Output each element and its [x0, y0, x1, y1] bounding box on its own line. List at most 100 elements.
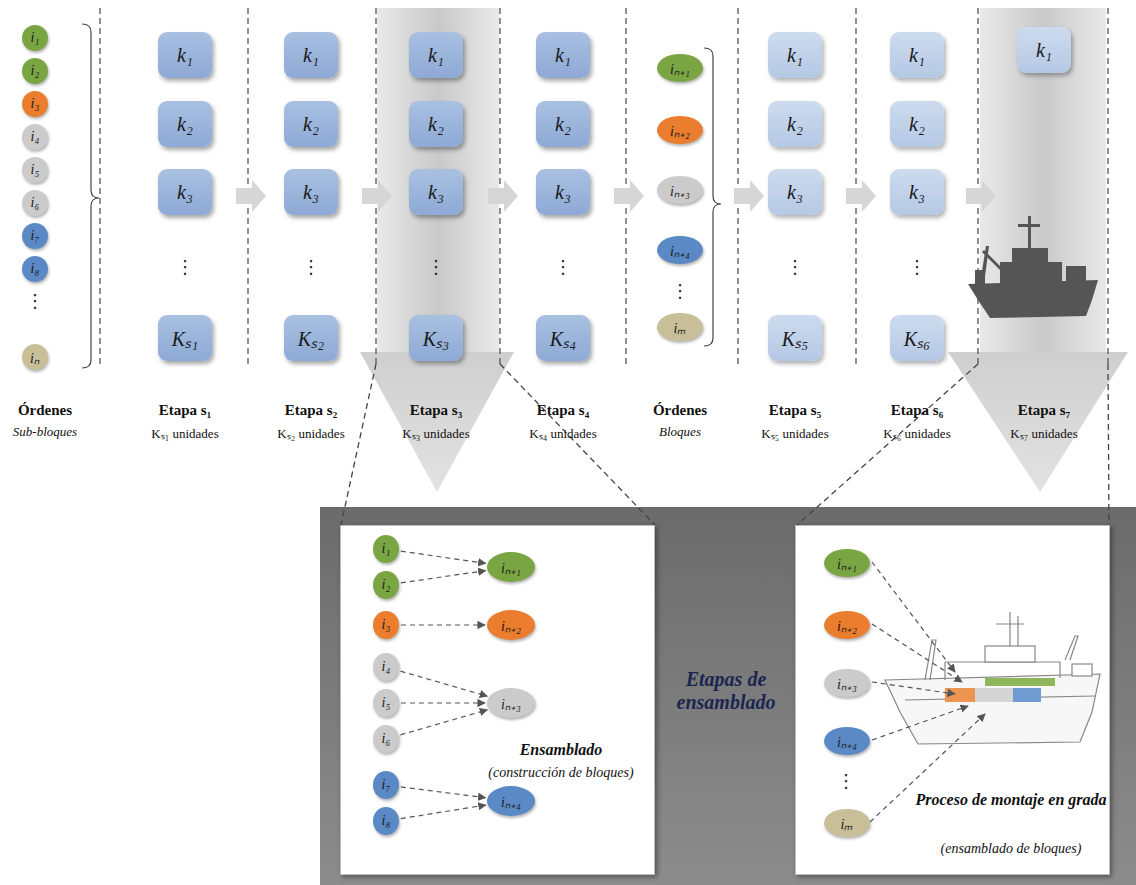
workstation-box: k₃ — [284, 169, 338, 215]
order-circle: i₇ — [22, 223, 48, 249]
workstation-box: k₃ — [890, 169, 944, 215]
order-circle: i₆ — [22, 190, 48, 216]
highlight-band — [360, 8, 1128, 492]
workstation-box: Kₛ₁ — [158, 315, 212, 361]
unit-label: k₃ — [555, 181, 571, 204]
ship-silhouette — [968, 216, 1098, 318]
column-heading: Etapa s₆ — [891, 402, 943, 419]
zoom-leader-line — [341, 364, 1109, 525]
ellipsis: ⋮ — [786, 256, 804, 277]
column-heading: Etapa s₃ — [410, 402, 462, 419]
order-circle: i₁ — [22, 25, 48, 51]
ellipsis: ⋮ — [671, 280, 689, 301]
ellipsis: ⋮ — [837, 770, 855, 791]
panel-subtitle: (construcción de bloques) — [488, 765, 633, 781]
unit-count: Kₛ₇ unidades — [1010, 424, 1077, 442]
unit-label: Kₛ₁ — [172, 325, 198, 352]
column-heading: Órdenes — [18, 402, 72, 419]
order-circle: iₙ₊₃ — [487, 688, 535, 718]
assembly-arrow — [401, 787, 486, 798]
unit-count: Kₛ₂ unidades — [277, 424, 344, 442]
order-circle: i₃ — [373, 611, 399, 639]
order-label: iₘ — [674, 318, 687, 337]
order-circle: iₙ₊₄ — [487, 786, 535, 816]
panel-subtitle: (ensamblado de bloques) — [941, 841, 1082, 857]
column-heading: Órdenes — [653, 402, 707, 419]
panel-heading: Proceso de montaje en grada — [911, 791, 1111, 809]
unit-label: k₁ — [555, 44, 571, 67]
order-circle: iₘ — [824, 809, 870, 837]
order-circle: i₇ — [373, 771, 399, 799]
order-circle: i₈ — [373, 807, 399, 835]
order-circle: iₙ₊₂ — [824, 611, 870, 639]
workstation-box: k₂ — [158, 101, 212, 147]
order-circle: iₙ₊₁ — [487, 552, 535, 582]
order-label: iₙ₊₁ — [670, 59, 690, 78]
assembly-panel: Etapas de ensambladoEnsamblado(construcc… — [320, 507, 1136, 885]
unit-label: k₂ — [303, 113, 319, 136]
block-arrow — [870, 562, 985, 822]
assembly-arrow — [401, 571, 486, 583]
column-heading: Etapa s₂ — [285, 402, 337, 419]
ellipsis: ⋮ — [908, 256, 926, 277]
unit-count: Kₛ₄ unidades — [529, 424, 596, 442]
column-heading: Etapa s₅ — [769, 402, 821, 419]
workstation-box: k₁ — [409, 32, 463, 78]
unit-label: k₃ — [428, 181, 444, 204]
order-label: i₇ — [382, 777, 391, 793]
ellipsis: ⋮ — [302, 256, 320, 277]
order-circle: iₙ₊₂ — [487, 610, 535, 640]
unit-label: Kₛ₆ — [904, 325, 930, 352]
assembly-arrow — [401, 551, 486, 563]
unit-label: k₃ — [787, 181, 803, 204]
order-circle: iₙ₊₁ — [824, 549, 870, 577]
order-circle: i₅ — [22, 157, 48, 183]
workstation-box: k₂ — [890, 101, 944, 147]
unit-label: k₂ — [177, 113, 193, 136]
order-label: i₁ — [31, 30, 40, 46]
unit-label: k₃ — [303, 181, 319, 204]
order-label: i₄ — [31, 129, 40, 145]
workstation-box: Kₛ₆ — [890, 315, 944, 361]
unit-label: k₂ — [787, 113, 803, 136]
order-label: iₙ₊₂ — [670, 121, 690, 140]
column-subtitle: Bloques — [659, 424, 701, 440]
order-label: iₙ₊₄ — [837, 732, 857, 751]
ellipsis: ⋮ — [176, 256, 194, 277]
workstation-box: k₂ — [284, 101, 338, 147]
unit-label: k₃ — [177, 181, 193, 204]
unit-count: Kₛ₃ unidades — [402, 424, 469, 442]
order-label: i₁ — [382, 541, 391, 557]
order-label: i₆ — [31, 195, 40, 211]
order-label: i₈ — [31, 261, 40, 277]
unit-label: k₁ — [303, 44, 319, 67]
assembly-arrow — [400, 710, 487, 735]
unit-count: Kₛ₁ unidades — [151, 424, 218, 442]
workstation-box: k₂ — [768, 101, 822, 147]
order-label: i₆ — [382, 731, 391, 747]
ship-block — [945, 678, 1055, 702]
order-circle: i₃ — [22, 91, 48, 117]
assembly-arrow — [401, 702, 485, 703]
unit-label: k₁ — [177, 44, 193, 67]
order-circle: iₙ₊₁ — [657, 54, 703, 82]
order-label: i₃ — [382, 617, 391, 633]
order-circle: i₄ — [22, 124, 48, 150]
flow-chevron — [236, 180, 996, 212]
column-subtitle: Sub-bloques — [13, 424, 77, 440]
order-label: iₙ₊₃ — [837, 674, 857, 693]
assembly-arrow — [400, 671, 487, 696]
unit-label: Kₛ₂ — [298, 325, 324, 352]
unit-label: k₂ — [428, 113, 444, 136]
order-circle: i₈ — [22, 256, 48, 282]
workstation-box: k₃ — [536, 169, 590, 215]
workstation-box: k₃ — [158, 169, 212, 215]
order-label: iₙ₊₂ — [837, 616, 857, 635]
ellipsis: ⋮ — [554, 256, 572, 277]
order-label: iₙ₊₂ — [501, 616, 521, 635]
workstation-box: k₁ — [1017, 27, 1071, 73]
workstation-box: k₁ — [536, 32, 590, 78]
ellipsis: ⋮ — [427, 256, 445, 277]
order-label: i₃ — [31, 96, 40, 112]
order-circle: i₅ — [373, 689, 399, 717]
